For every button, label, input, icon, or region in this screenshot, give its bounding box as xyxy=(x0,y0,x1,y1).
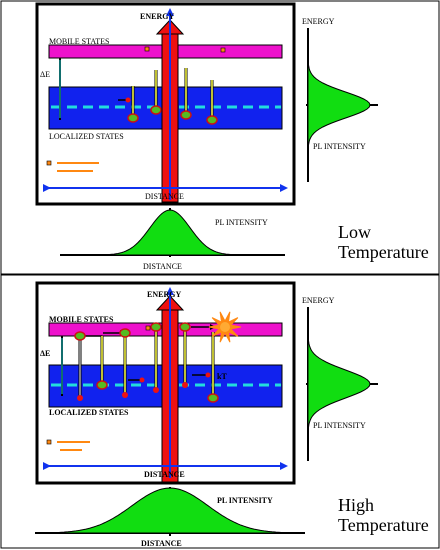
top-temperature-line1: Low xyxy=(338,222,371,242)
top-bottom-pl-label: PL INTENSITY xyxy=(215,218,268,227)
top-mobile-label: MOBILE STATES xyxy=(49,37,109,46)
top-central-arrow xyxy=(155,8,185,203)
bottom-legend xyxy=(46,439,90,451)
bottom-temperature-line2: Temperature xyxy=(338,515,429,535)
bottom-kt-label: kT xyxy=(217,372,227,381)
bottom-localized-label: LOCALIZED STATES xyxy=(49,408,129,417)
bottom-transitions xyxy=(78,324,216,398)
top-panel: MOBILE STATES LOCALIZED STATES ΔE xyxy=(0,0,440,275)
top-legend xyxy=(46,160,99,172)
bottom-side-energy-label: ENERGY xyxy=(302,296,335,305)
top-delta-e-label: ΔE xyxy=(40,70,50,79)
top-panel-frame xyxy=(0,0,440,275)
bottom-side-pl-plot xyxy=(306,307,378,461)
bottom-temperature-line1: High xyxy=(338,495,374,515)
top-carriers xyxy=(125,97,218,125)
bottom-central-arrow xyxy=(155,287,185,483)
bottom-distance-inner-label: DISTANCE xyxy=(144,470,185,479)
bottom-bottom-pl-plot xyxy=(35,487,305,536)
bottom-side-pl-label: PL INTENSITY xyxy=(313,421,366,430)
bottom-carriers xyxy=(74,322,219,403)
bottom-mobile-label: MOBILE STATES xyxy=(49,315,114,324)
bottom-panel-frame xyxy=(0,274,440,549)
bottom-distance-bottom-label: DISTANCE xyxy=(141,539,182,548)
bottom-bottom-pl-curve xyxy=(59,487,281,534)
top-localized-label: LOCALIZED STATES xyxy=(49,132,124,141)
top-energy-label: ENERGY xyxy=(140,12,174,21)
bottom-panel: MOBILE STATES LOCALIZED STATES ΔE kT xyxy=(0,274,440,549)
top-bottom-pl-curve xyxy=(109,209,231,256)
top-side-pl-label: PL INTENSITY xyxy=(313,142,366,151)
top-bottom-pl-plot xyxy=(60,208,285,257)
bottom-energy-label: ENERGY xyxy=(147,290,181,299)
top-distance-bottom-label: DISTANCE xyxy=(143,262,182,271)
bottom-side-pl-curve xyxy=(307,329,371,440)
top-side-pl-curve xyxy=(307,54,371,160)
top-side-pl-plot xyxy=(306,28,378,182)
bottom-delta-e-label: ΔE xyxy=(40,349,50,358)
top-side-energy-label: ENERGY xyxy=(302,17,335,26)
top-small-state-2 xyxy=(220,47,226,53)
bottom-bottom-pl-label: PL INTENSITY xyxy=(217,496,273,505)
bottom-emission-burst-icon xyxy=(208,311,242,343)
top-temperature-line2: Temperature xyxy=(338,242,429,262)
top-small-state-1 xyxy=(144,46,150,52)
top-distance-inner-label: DISTANCE xyxy=(145,192,184,201)
